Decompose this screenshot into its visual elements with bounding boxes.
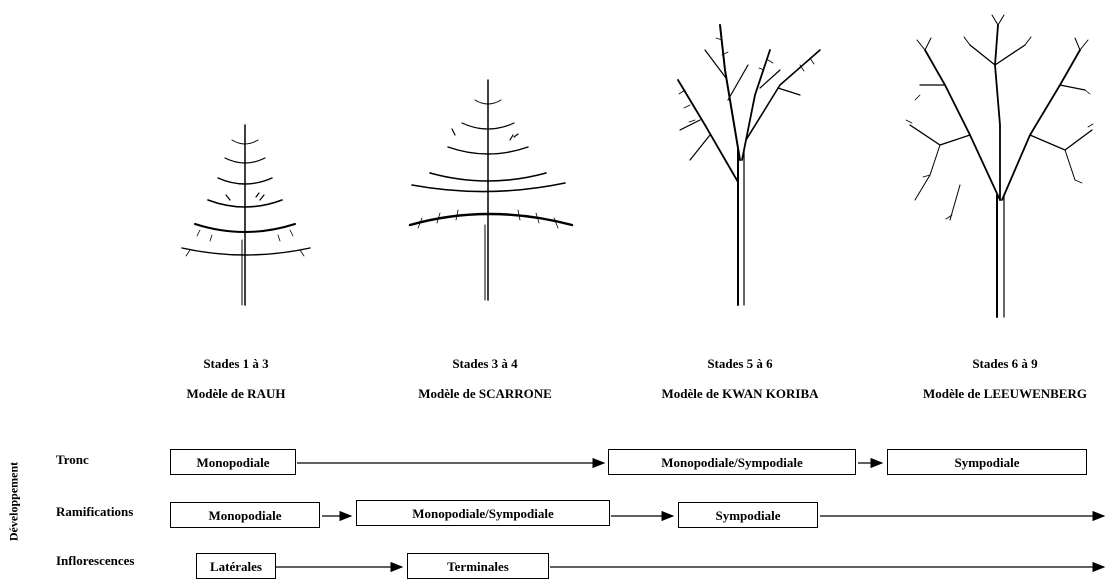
ramifications-monopodiale-sympodiale-box: Monopodiale/Sympodiale	[356, 500, 610, 526]
row-label-tronc: Tronc	[56, 452, 89, 467]
tronc-monopodiale-sympodiale-box: Monopodiale/Sympodiale	[608, 449, 856, 475]
tree-scarrone-illustration	[408, 79, 574, 301]
inflorescences-laterales-box: Latérales	[196, 553, 276, 579]
stage-1-caption: Stades 1 à 3	[203, 356, 269, 371]
tree-kwan-koriba-illustration	[677, 24, 821, 306]
tronc-sympodiale-box: Sympodiale	[887, 449, 1087, 475]
tree-leeuwenberg-illustration	[905, 14, 1094, 318]
stage-2-caption: Stades 3 à 4	[452, 356, 518, 371]
stage-2-model: Modèle de SCARRONE	[418, 386, 552, 401]
ramifications-monopodiale-box: Monopodiale	[170, 502, 320, 528]
stage-3-caption: Stades 5 à 6	[707, 356, 773, 371]
ramifications-sympodiale-box: Sympodiale	[678, 502, 818, 528]
tronc-monopodiale-box: Monopodiale	[170, 449, 296, 475]
tree-rauh-illustration	[181, 124, 311, 306]
stage-1-model: Modèle de RAUH	[186, 386, 286, 401]
row-label-ramifications: Ramifications	[56, 504, 134, 519]
stage-4-caption: Stades 6 à 9	[972, 356, 1038, 371]
stage-4-model: Modèle de LEEUWENBERG	[923, 386, 1087, 401]
stage-3-model: Modèle de KWAN KORIBA	[661, 386, 819, 401]
inflorescences-terminales-box: Terminales	[407, 553, 549, 579]
row-label-inflorescences: Inflorescences	[56, 553, 135, 568]
